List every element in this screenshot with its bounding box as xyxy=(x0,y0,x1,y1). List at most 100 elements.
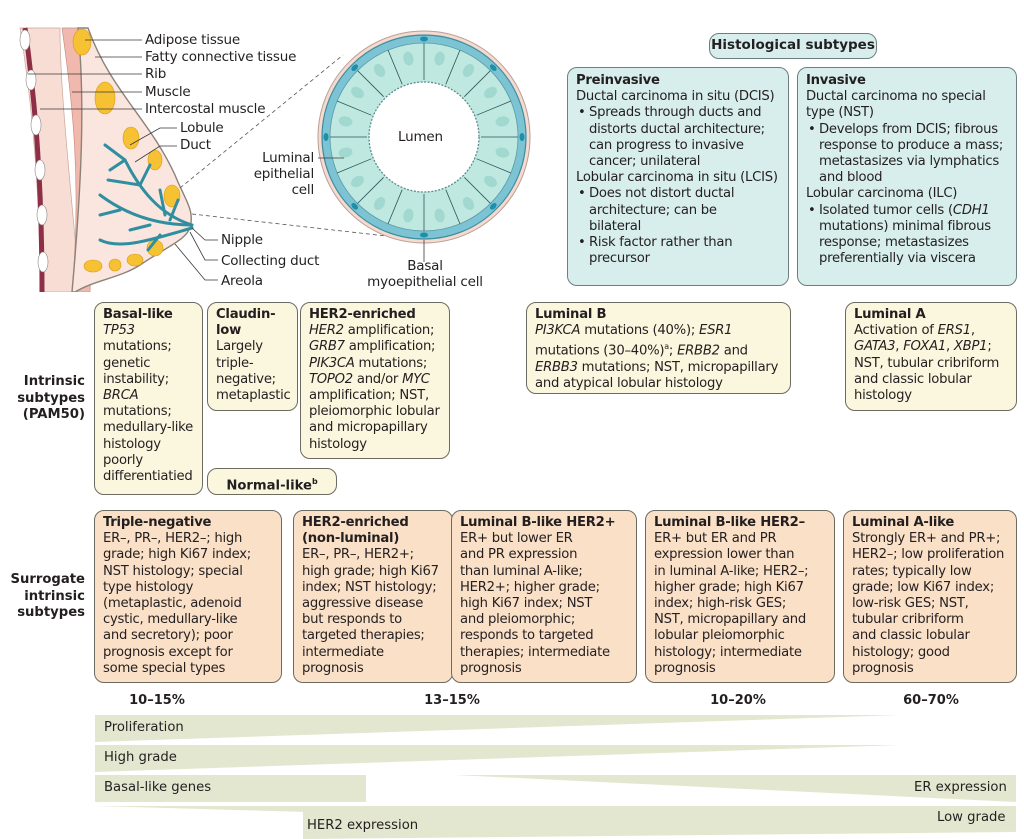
luminal-nucleus xyxy=(373,64,386,77)
her2-expression-wedge xyxy=(303,808,1016,839)
line: and classic lobular xyxy=(854,372,1008,388)
line: and micropapillary xyxy=(309,420,441,436)
cell-boundary xyxy=(387,50,403,85)
basal-nucleus xyxy=(489,64,497,72)
lcis-bullet-2: Risk factor rather than precursor xyxy=(576,235,780,267)
line: prognosis xyxy=(460,660,522,676)
gene-name: ERBB3 xyxy=(535,360,578,375)
luminal-nucleus xyxy=(495,116,510,127)
luminal-nucleus xyxy=(484,175,497,188)
line: BRCA xyxy=(103,388,194,404)
line: HER2+; higher grade; xyxy=(460,579,600,595)
lcis-label: Lobular carcinoma in situ (LCIS) xyxy=(576,170,778,186)
line: NST, micropapillary and xyxy=(654,612,807,628)
luminal-nucleus xyxy=(373,197,386,210)
luminal-line: epithelial xyxy=(253,166,315,182)
line: can progress to invasive xyxy=(589,137,744,153)
line: mutations; xyxy=(103,404,194,420)
text: poorly xyxy=(103,452,143,468)
cell-boundary xyxy=(476,158,511,174)
cell-boundary xyxy=(445,189,461,224)
gene-name: ERS1 xyxy=(937,323,972,339)
histological-subtypes-header: Histological subtypes xyxy=(709,33,877,59)
line: and pleiomorphic; xyxy=(460,612,576,628)
line: ER–, PR–, HER2–; high xyxy=(103,531,243,547)
text: , xyxy=(895,339,904,355)
line: and PR expression xyxy=(460,547,578,563)
line: PIK3CA mutations; xyxy=(309,356,441,372)
box-title: HER2-enriched xyxy=(302,515,409,530)
normal-like-title: Normal-like xyxy=(226,478,312,494)
gene-name: MYC xyxy=(402,371,430,387)
line: Does not distort ductal xyxy=(589,186,735,202)
nst-label: Ductal carcinoma no special xyxy=(806,89,986,105)
basal-genes-bar xyxy=(95,775,366,802)
box-title: Triple-negative xyxy=(103,515,212,530)
text: and micropapillary xyxy=(309,420,428,436)
er-expression-wedge xyxy=(455,775,1016,802)
invasive-title: Invasive xyxy=(806,73,866,88)
dcis-label: Ductal carcinoma in situ (DCIS) xyxy=(576,89,775,105)
basal-nucleus xyxy=(351,202,359,210)
line: GATA3, FOXA1, XBP1; xyxy=(854,339,1008,355)
text: medullary-like xyxy=(103,420,193,436)
line: and secretory); poor xyxy=(103,628,233,644)
box-title: Luminal A-like xyxy=(852,515,955,530)
text: , xyxy=(970,323,975,339)
line: and blood xyxy=(819,170,883,186)
basal-nucleus xyxy=(351,64,359,72)
line: than luminal A-like; xyxy=(460,563,583,579)
luminal-nucleus xyxy=(403,51,414,66)
line: response to produce a mass; xyxy=(819,137,1004,153)
label-her2-expression: HER2 expression xyxy=(307,818,419,833)
leader-lines xyxy=(28,39,218,281)
gene-name: HER2 xyxy=(309,323,344,339)
gene-name: ERBB2 xyxy=(677,343,720,359)
line: histology; intermediate xyxy=(654,644,802,660)
luminal-nucleus xyxy=(484,86,497,99)
text: mutations (40%); xyxy=(580,323,699,339)
line: Risk factor rather than xyxy=(589,235,733,251)
text: , xyxy=(946,339,954,355)
luminal-nucleus xyxy=(338,147,353,158)
luminal-line: cell xyxy=(291,182,315,198)
line: and atypical lobular histology xyxy=(535,376,782,392)
label-low-grade: Low grade xyxy=(937,810,1006,825)
label-luminal-epithelial-cell: Luminal epithelial cell xyxy=(240,150,315,198)
line: histology xyxy=(309,437,441,453)
zoom-line-bottom xyxy=(191,213,396,238)
box-title: (non-luminal) xyxy=(302,531,400,547)
line: mutations) minimal fibrous xyxy=(819,218,991,234)
line: negative; xyxy=(216,371,276,387)
line: ER+ but lower ER xyxy=(460,531,573,547)
gene-name: XBP1 xyxy=(953,339,988,355)
basal-nucleus xyxy=(519,133,525,141)
intrinsic-row-label: Intrinsic subtypes (PAM50) xyxy=(0,374,85,424)
line: mutations; xyxy=(103,339,194,355)
basal-line: Basal xyxy=(407,258,443,274)
lcis-bullet-1: Does not distort ductal architecture; ca… xyxy=(576,186,780,235)
line: metaplastic xyxy=(216,388,291,404)
label-rib: Rib xyxy=(145,66,167,82)
rib-cage-line xyxy=(22,27,45,292)
luminal-nucleus xyxy=(351,175,364,188)
line: prognosis except for xyxy=(103,644,233,660)
breast-tissue xyxy=(71,27,192,292)
line: histology xyxy=(854,388,1008,404)
line: but responds to xyxy=(302,612,402,628)
basal-like-title: Basal-like xyxy=(103,307,173,322)
line: Intrinsic xyxy=(23,374,85,389)
gene-name: PIK3CA xyxy=(309,355,355,371)
line: prognosis xyxy=(852,660,914,676)
line: index; NST histology; xyxy=(302,579,437,595)
text: amplification; NST, xyxy=(309,388,429,404)
text: mutations; xyxy=(354,355,428,371)
line: subtypes xyxy=(17,390,85,406)
gene-name: PI3KCA xyxy=(535,323,581,339)
luminal-a-title: Luminal A xyxy=(854,307,926,322)
line: metastasizes via lymphatics xyxy=(819,154,1000,170)
text: amplification; xyxy=(344,339,436,355)
normal-like-box: Normal-likeb xyxy=(207,468,337,495)
